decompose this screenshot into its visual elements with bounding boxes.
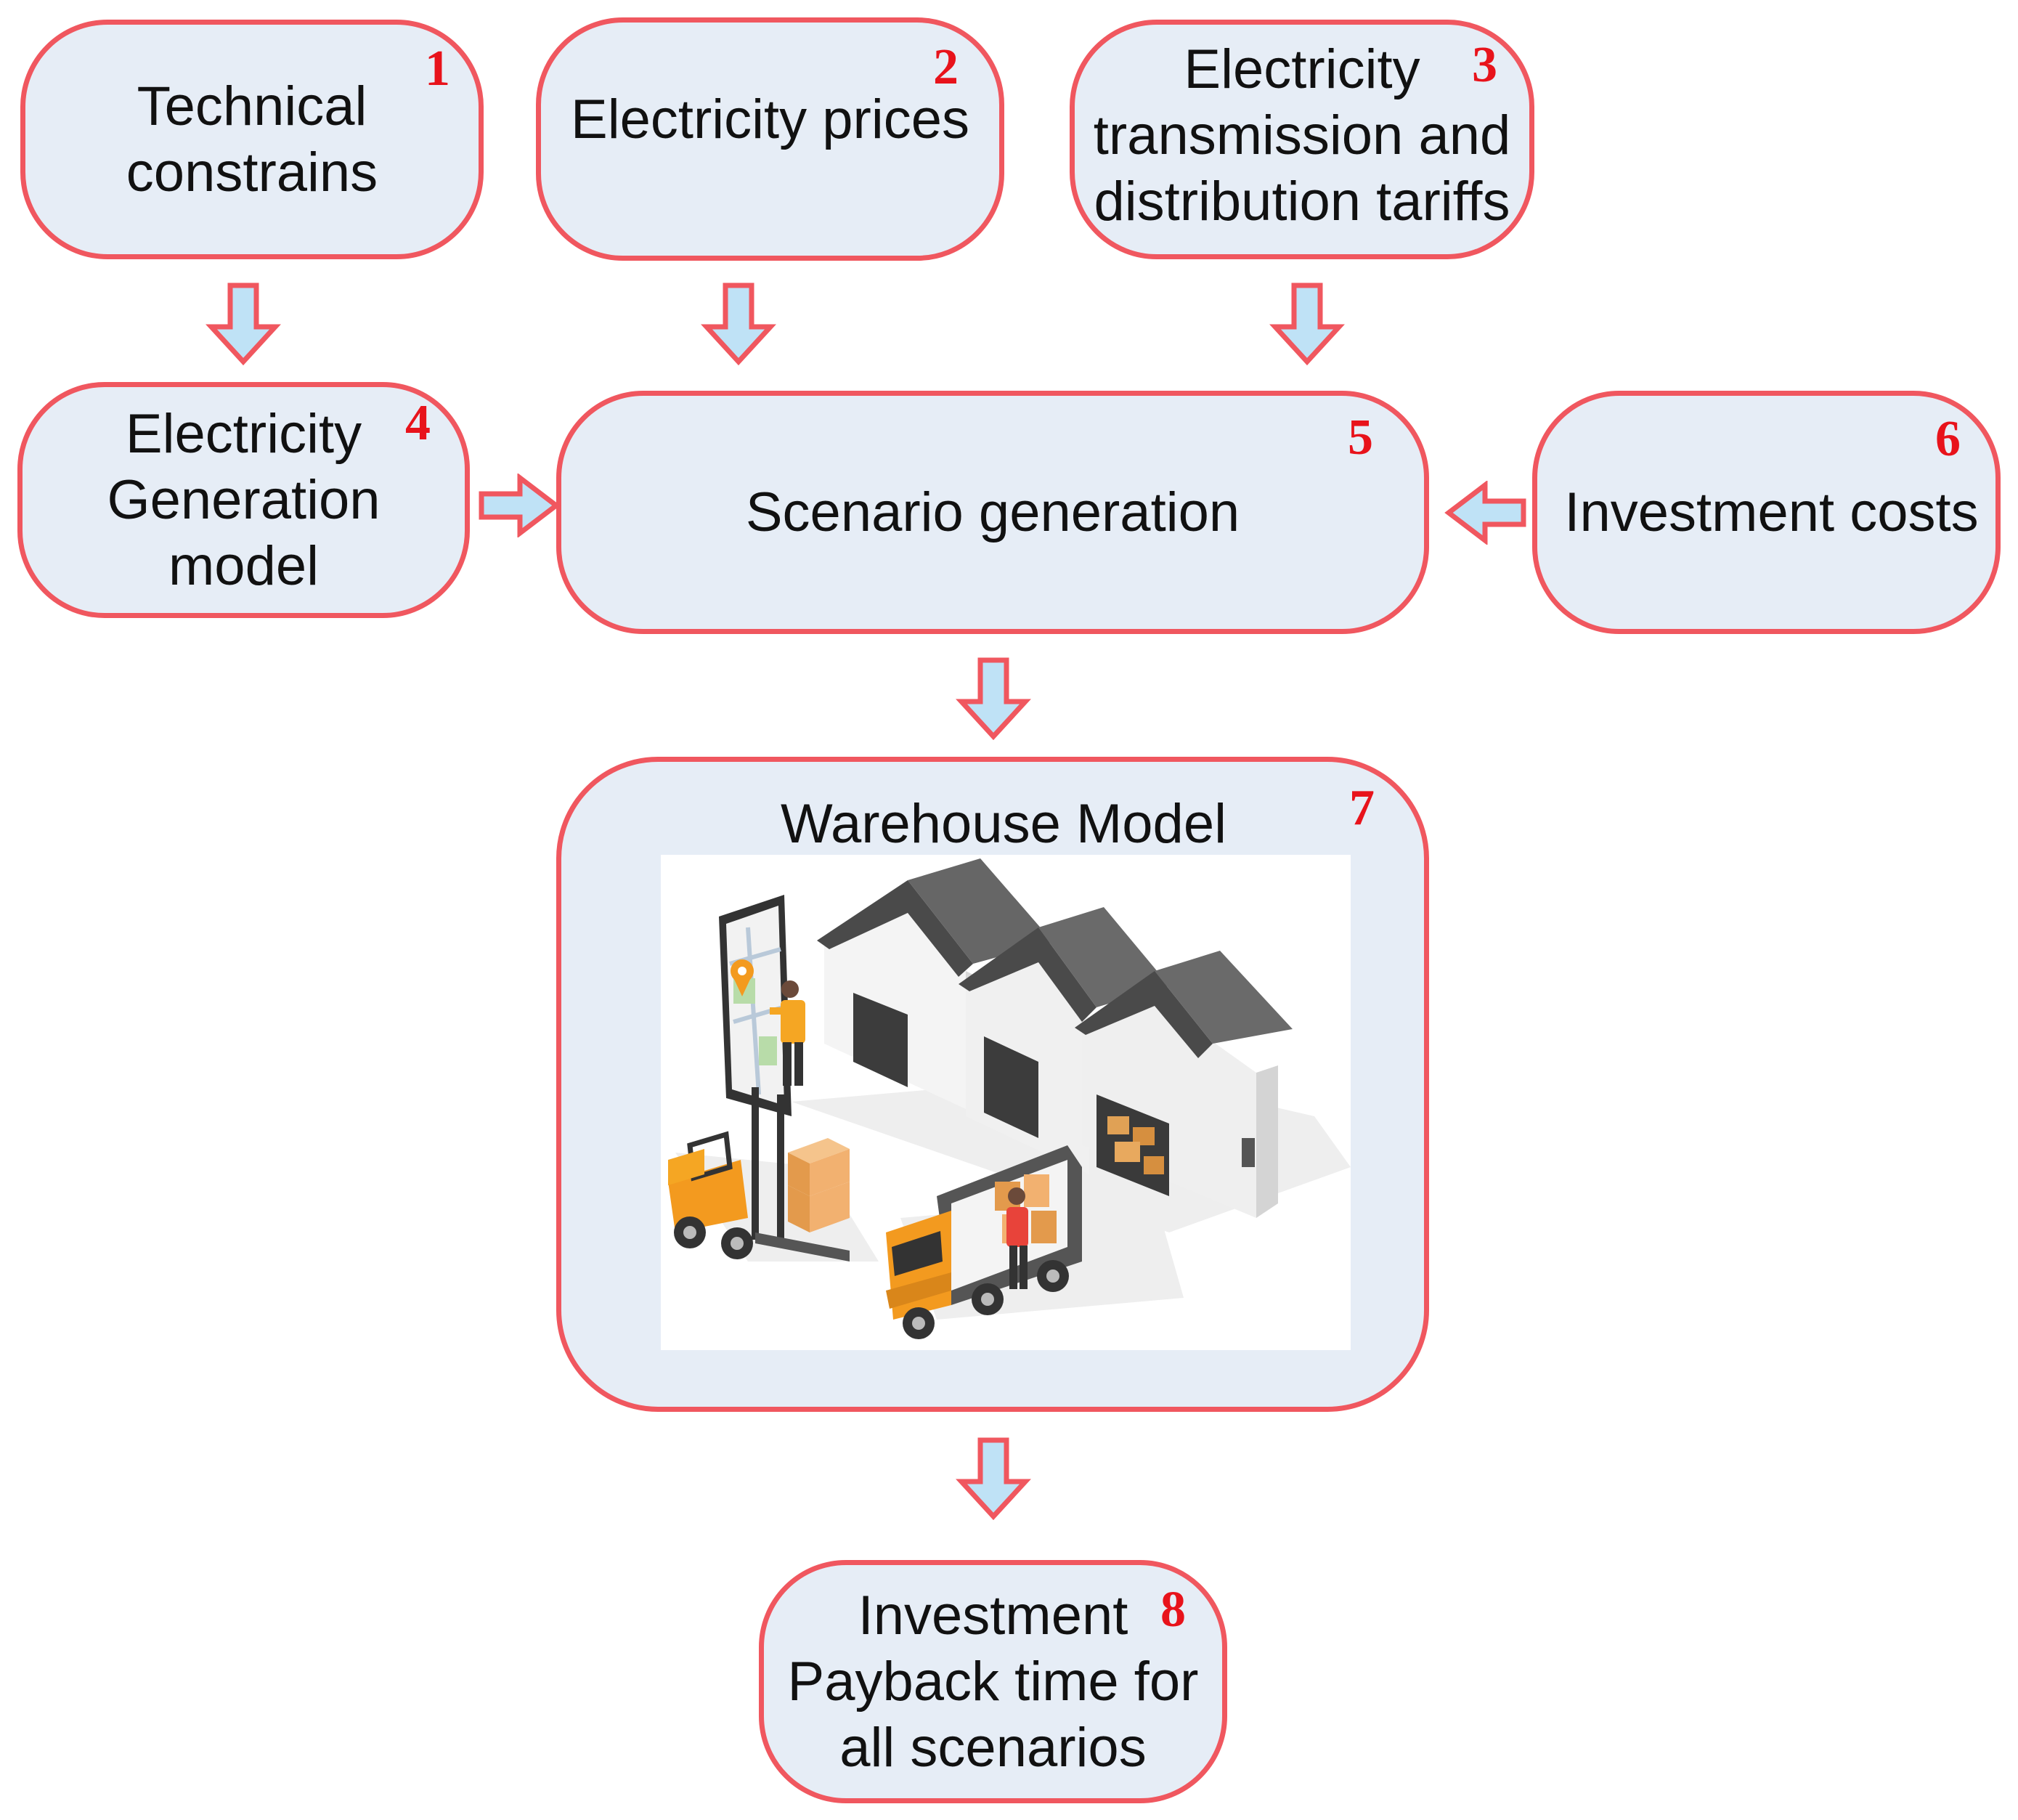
- arrow-down-icon: [956, 657, 1031, 741]
- worker-icon: [770, 980, 805, 1086]
- node-label: Warehouse Model: [781, 793, 1226, 855]
- node-label: Electricity Generation model: [107, 403, 381, 597]
- node-transmission-distribution-tariffs: Electricity transmission and distributio…: [1070, 20, 1534, 259]
- node-scenario-generation: Scenario generation: [556, 391, 1429, 634]
- forklift-icon: [668, 1087, 850, 1262]
- arrow-right-icon: [479, 474, 561, 537]
- node-label: Electricity transmission and distributio…: [1093, 38, 1511, 232]
- node-label: Electricity prices: [571, 89, 969, 150]
- node-number: 8: [1160, 1582, 1186, 1638]
- node-number: 1: [425, 41, 450, 97]
- node-number: 2: [933, 39, 959, 95]
- arrow-left-icon: [1444, 481, 1526, 545]
- node-number: 3: [1472, 37, 1497, 93]
- worker-icon: [1006, 1187, 1028, 1289]
- warehouse-building-icon: [817, 858, 1293, 1218]
- node-investment-payback-time: Investment Payback time for all scenario…: [759, 1560, 1227, 1803]
- boxes-icon: [788, 1138, 850, 1232]
- arrow-down-icon: [956, 1437, 1031, 1521]
- node-number: 6: [1935, 411, 1961, 467]
- arrow-down-icon: [206, 283, 281, 366]
- node-label: Scenario generation: [745, 482, 1240, 543]
- node-electricity-prices: Electricity prices: [536, 17, 1004, 261]
- node-technical-constraints: Technical constrains: [20, 20, 484, 259]
- node-investment-costs: Investment costs: [1532, 391, 2001, 634]
- node-label: Technical constrains: [126, 76, 378, 203]
- node-label: Investment Payback time for all scenario…: [787, 1585, 1199, 1779]
- warehouse-logistics-illustration: [661, 855, 1351, 1350]
- node-number: 5: [1348, 410, 1373, 466]
- arrow-down-icon: [1269, 283, 1345, 366]
- node-electricity-generation-model: Electricity Generation model: [17, 382, 470, 618]
- phone-map-icon: [719, 895, 792, 1116]
- node-number: 7: [1349, 780, 1375, 836]
- node-number: 4: [405, 395, 431, 451]
- arrow-down-icon: [701, 283, 776, 366]
- node-label: Investment costs: [1564, 482, 1979, 543]
